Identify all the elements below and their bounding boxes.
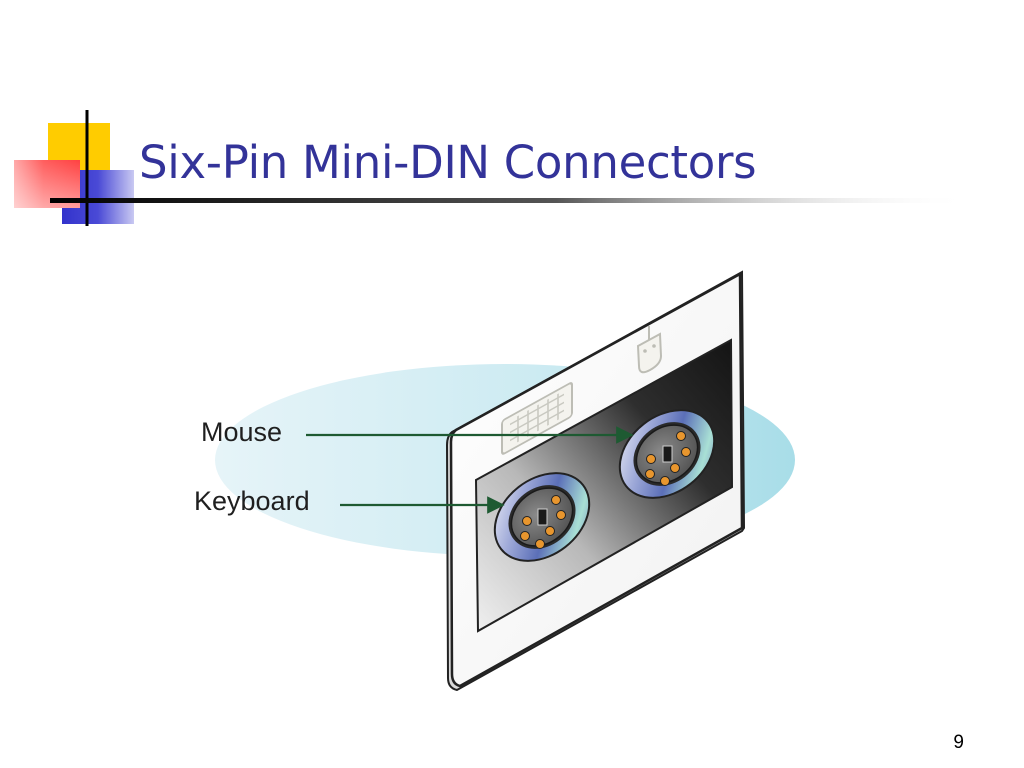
pin bbox=[670, 463, 680, 473]
title-decoration bbox=[14, 110, 970, 226]
pin bbox=[660, 476, 670, 486]
keyboard-port-pins bbox=[520, 495, 566, 549]
keyboard-label: Keyboard bbox=[194, 486, 310, 516]
pin bbox=[556, 510, 566, 520]
mouse-label: Mouse bbox=[201, 417, 283, 447]
page-title: Six-Pin Mini-DIN Connectors bbox=[139, 136, 757, 189]
page-number: 9 bbox=[953, 732, 964, 753]
title-underline bbox=[50, 198, 970, 203]
mouse-port-pins bbox=[645, 431, 691, 486]
pin bbox=[551, 495, 561, 505]
mouse-icon bbox=[636, 326, 663, 374]
pin bbox=[522, 516, 532, 526]
pin bbox=[646, 454, 656, 464]
pin bbox=[681, 447, 691, 457]
pin bbox=[545, 526, 555, 536]
pin bbox=[676, 431, 686, 441]
pin bbox=[535, 539, 545, 549]
pin bbox=[645, 469, 655, 479]
pin bbox=[520, 531, 530, 541]
